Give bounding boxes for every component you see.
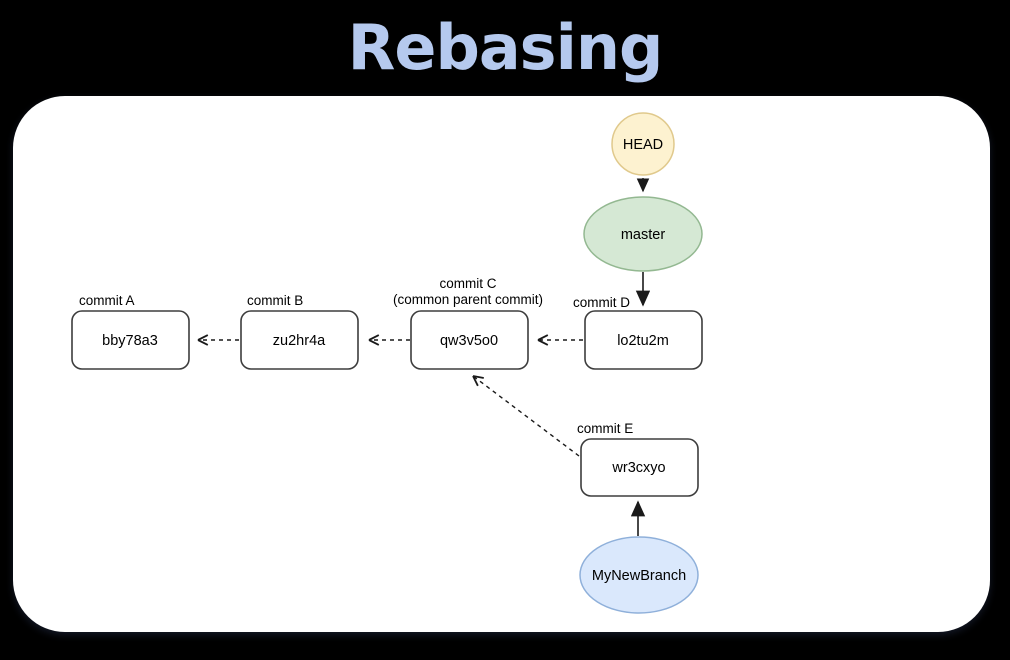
commit-b-node bbox=[240, 310, 359, 370]
commit-b-caption: commit B bbox=[247, 293, 303, 308]
commit-c-hash: qw3v5o0 bbox=[440, 333, 498, 349]
commit-a-node bbox=[71, 310, 190, 370]
commit-c-caption-note: (common parent commit) bbox=[393, 292, 543, 307]
my-new-branch-node bbox=[579, 536, 699, 614]
my-new-branch-label: MyNewBranch bbox=[592, 568, 686, 584]
head-label: HEAD bbox=[623, 137, 663, 153]
commit-d-hash: lo2tu2m bbox=[617, 333, 669, 349]
slide-title: Rebasing bbox=[347, 11, 664, 84]
master-node bbox=[583, 196, 703, 272]
commit-d-caption: commit D bbox=[573, 295, 630, 310]
commit-e-hash: wr3cxyo bbox=[611, 460, 665, 476]
commit-e-caption: commit E bbox=[577, 421, 633, 436]
edge-commit-e-to-commit-c bbox=[472, 375, 580, 457]
commit-a-hash: bby78a3 bbox=[102, 333, 158, 349]
commit-c-caption: commit C bbox=[440, 276, 497, 291]
master-label: master bbox=[621, 227, 665, 243]
commit-d-node bbox=[584, 310, 703, 370]
commit-b-hash: zu2hr4a bbox=[273, 333, 326, 349]
commit-e-node bbox=[580, 438, 699, 497]
head-node bbox=[611, 112, 675, 176]
commit-c-node bbox=[410, 310, 529, 370]
commit-a-caption: commit A bbox=[79, 293, 135, 308]
